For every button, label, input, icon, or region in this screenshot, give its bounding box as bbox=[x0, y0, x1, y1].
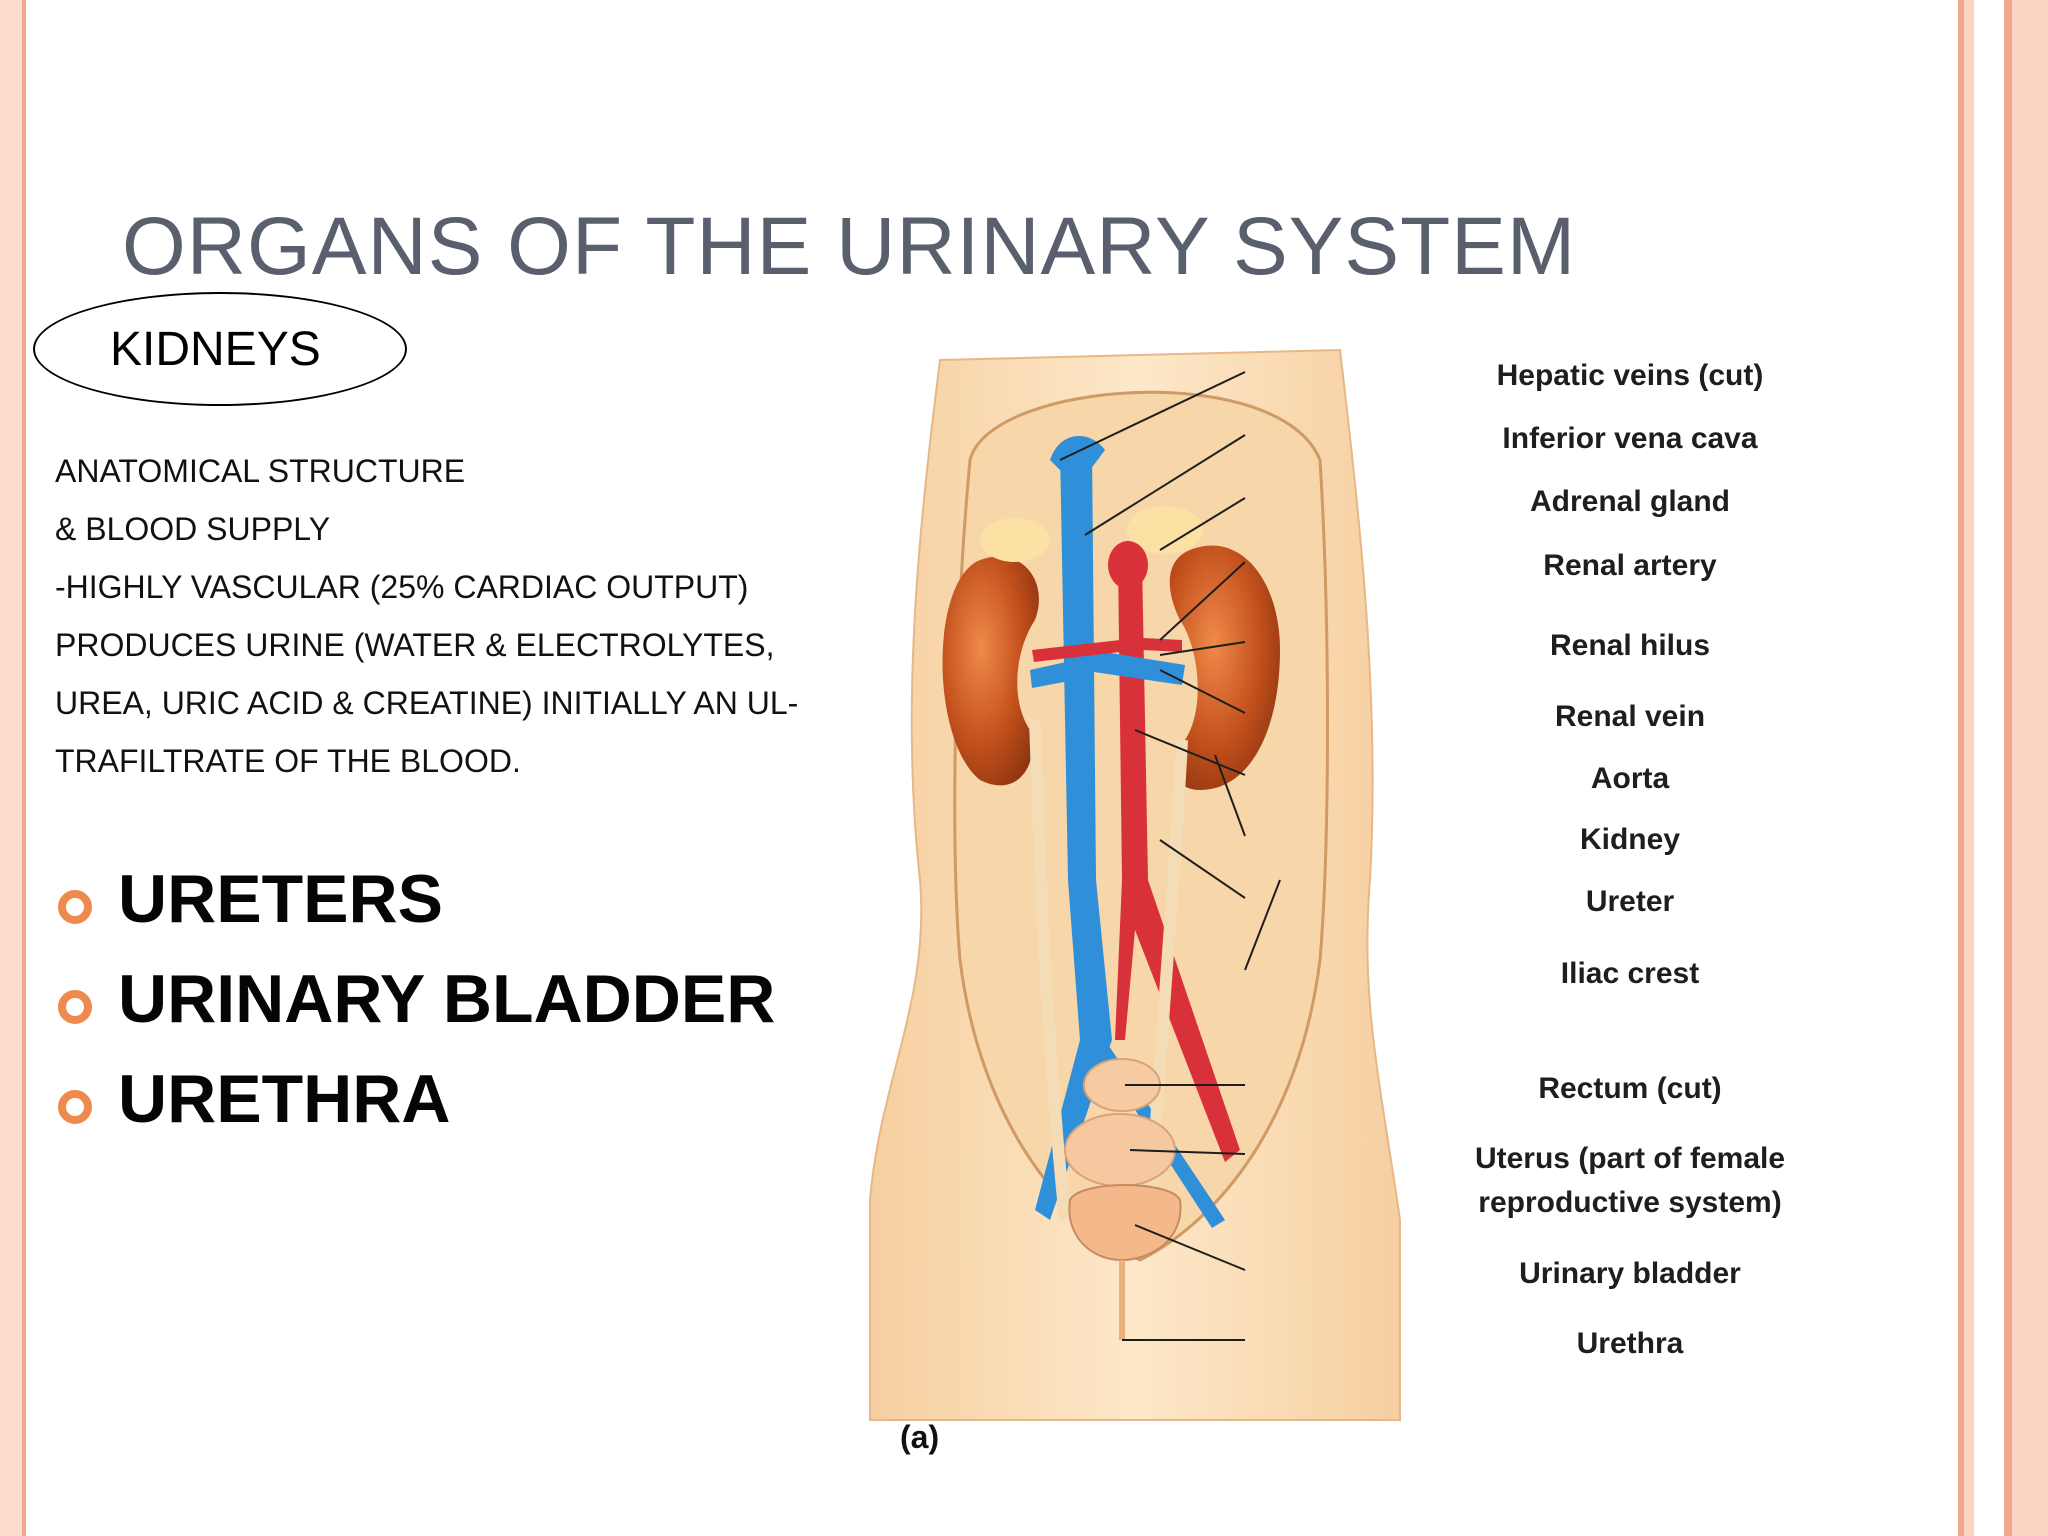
description-line: PRODUCES URINE (WATER & ELECTROLYTES, bbox=[55, 627, 775, 663]
urinary-bladder bbox=[1068, 1184, 1182, 1262]
inferior-vena-cava bbox=[1035, 450, 1112, 1220]
kidneys-oval bbox=[33, 292, 407, 406]
description-line: UREA, URIC ACID & CREATINE) INITIALLY AN… bbox=[55, 685, 799, 721]
left-kidney bbox=[942, 556, 1039, 786]
bullet-text: URINARY BLADDER bbox=[118, 961, 776, 1037]
label-urinary-bladder: Urinary bladder bbox=[1519, 1257, 1741, 1290]
right-border-decoration bbox=[1958, 0, 2048, 1536]
label-ureter: Ureter bbox=[1586, 885, 1675, 918]
kidneys-label: KIDNEYS bbox=[110, 323, 321, 376]
aortic-knob bbox=[1108, 541, 1148, 589]
description-line: ANATOMICAL STRUCTURE bbox=[55, 453, 466, 489]
renal-artery-right bbox=[1142, 638, 1182, 652]
left-border-decoration bbox=[0, 0, 28, 1536]
description-line: -HIGHLY VASCULAR (25% CARDIAC OUTPUT) bbox=[55, 569, 749, 605]
label-renal-vein: Renal vein bbox=[1555, 700, 1705, 733]
label-aorta: Aorta bbox=[1591, 762, 1670, 795]
bullet-text: URETHRA bbox=[118, 1061, 451, 1137]
description-line: TRAFILTRATE OF THE BLOOD. bbox=[55, 743, 521, 779]
label-renal-hilus: Renal hilus bbox=[1550, 629, 1710, 662]
label-kidney: Kidney bbox=[1580, 823, 1680, 856]
bullet-text: URETERS bbox=[118, 861, 443, 937]
label-iliac-crest: Iliac crest bbox=[1561, 957, 1699, 990]
label-uterus-line2: reproductive system) bbox=[1478, 1186, 1781, 1219]
circle-bullet-icon bbox=[58, 890, 92, 924]
label-renal-artery: Renal artery bbox=[1543, 549, 1717, 582]
renal-vein-right bbox=[1092, 650, 1185, 685]
left-adrenal-gland bbox=[980, 518, 1050, 562]
aorta bbox=[1115, 560, 1240, 1162]
renal-artery-left bbox=[1032, 640, 1120, 662]
label-rectum: Rectum (cut) bbox=[1538, 1072, 1721, 1105]
label-inferior-vena-cava: Inferior vena cava bbox=[1502, 422, 1757, 455]
label-hepatic-veins: Hepatic veins (cut) bbox=[1497, 359, 1764, 392]
slide-title: ORGANS OF THE URINARY SYSTEM bbox=[122, 201, 1577, 292]
kidney-description: ANATOMICAL STRUCTURE & BLOOD SUPPLY -HIG… bbox=[55, 450, 875, 798]
renal-vein-left bbox=[1030, 660, 1075, 688]
description-line: & BLOOD SUPPLY bbox=[55, 511, 331, 547]
left-ureter bbox=[1029, 719, 1071, 1221]
urinary-system-diagram: Hepatic veins (cut) Inferior vena cava A… bbox=[860, 320, 1810, 1460]
label-urethra: Urethra bbox=[1577, 1327, 1684, 1360]
circle-bullet-icon bbox=[58, 1090, 92, 1124]
figure-caption: (a) bbox=[900, 1419, 939, 1455]
right-adrenal-gland bbox=[1127, 506, 1203, 554]
anatomy-illustration: Hepatic veins (cut) Inferior vena cava A… bbox=[869, 348, 1785, 1455]
leader-lines bbox=[1059, 371, 1281, 1341]
label-uterus-line1: Uterus (part of female bbox=[1475, 1142, 1785, 1175]
label-adrenal-gland: Adrenal gland bbox=[1530, 485, 1730, 518]
circle-bullet-icon bbox=[58, 990, 92, 1024]
